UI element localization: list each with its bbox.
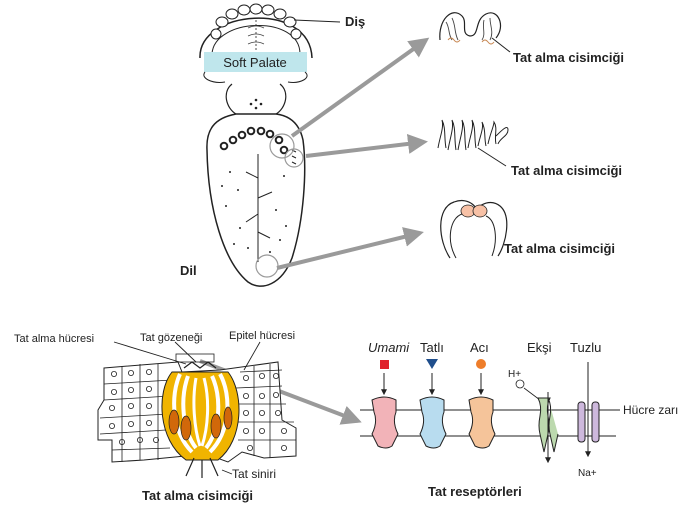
receptor-sour: Ekşi H+ <box>508 340 558 462</box>
receptors-caption: Tat reseptörleri <box>428 484 522 499</box>
h-plus-label: H+ <box>508 369 521 380</box>
epithelial-cell-label: Epitel hücresi <box>229 330 295 342</box>
salty-channel-right <box>592 402 599 442</box>
sour-label: Ekşi <box>527 340 552 355</box>
receptor-sweet: Tatlı <box>420 340 446 448</box>
sweet-label: Tatlı <box>420 340 444 355</box>
tongue-label: Dil <box>180 263 197 278</box>
soft-palate-label: Soft Palate <box>223 55 287 70</box>
taste-bud-zoom-1: Tat alma cisimciği <box>440 13 624 65</box>
taste-receptors: Hücre zarı Umami Tatlı Acı Ekşi H+ <box>360 340 678 499</box>
taste-nerve <box>186 458 218 478</box>
receptor-bitter: Acı <box>469 340 495 448</box>
tooth-label: Diş <box>345 14 365 29</box>
taste-bud-zoom-3: Tat alma cisimciği <box>441 201 615 258</box>
umami-marker <box>380 360 389 369</box>
umami-label: Umami <box>368 340 410 355</box>
taste-bud-caption: Tat alma cisimciği <box>142 488 253 503</box>
sweet-receptor <box>420 397 446 448</box>
taste-nerve-label: Tat siniri <box>232 467 276 481</box>
h-plus-ion-icon <box>516 380 524 388</box>
taste-cell-label: Tat alma hücresi <box>14 333 94 345</box>
salty-label: Tuzlu <box>570 340 601 355</box>
taste-pore-label: Tat gözeneği <box>140 332 202 344</box>
na-plus-label: Na+ <box>578 468 597 479</box>
receptor-umami: Umami <box>368 340 410 448</box>
umami-receptor <box>372 397 398 448</box>
taste-bud-section: Tat alma hücresi Tat gözeneği Epitel hüc… <box>14 330 296 503</box>
taste-bud-3-label: Tat alma cisimciği <box>504 241 615 256</box>
taste-bud-1-label: Tat alma cisimciği <box>513 50 624 65</box>
cell-membrane-label: Hücre zarı <box>623 403 678 417</box>
bitter-marker <box>476 359 486 369</box>
bitter-label: Acı <box>470 340 489 355</box>
mouth-illustration: Diş Soft Palate Dil <box>180 4 365 286</box>
tongue-outline <box>207 114 305 286</box>
bitter-receptor <box>469 397 495 448</box>
salty-channel-left <box>578 402 585 442</box>
taste-bud-2-label: Tat alma cisimciği <box>511 163 622 178</box>
taste-bud-zoom-2 <box>438 120 508 166</box>
sweet-marker <box>426 359 438 369</box>
